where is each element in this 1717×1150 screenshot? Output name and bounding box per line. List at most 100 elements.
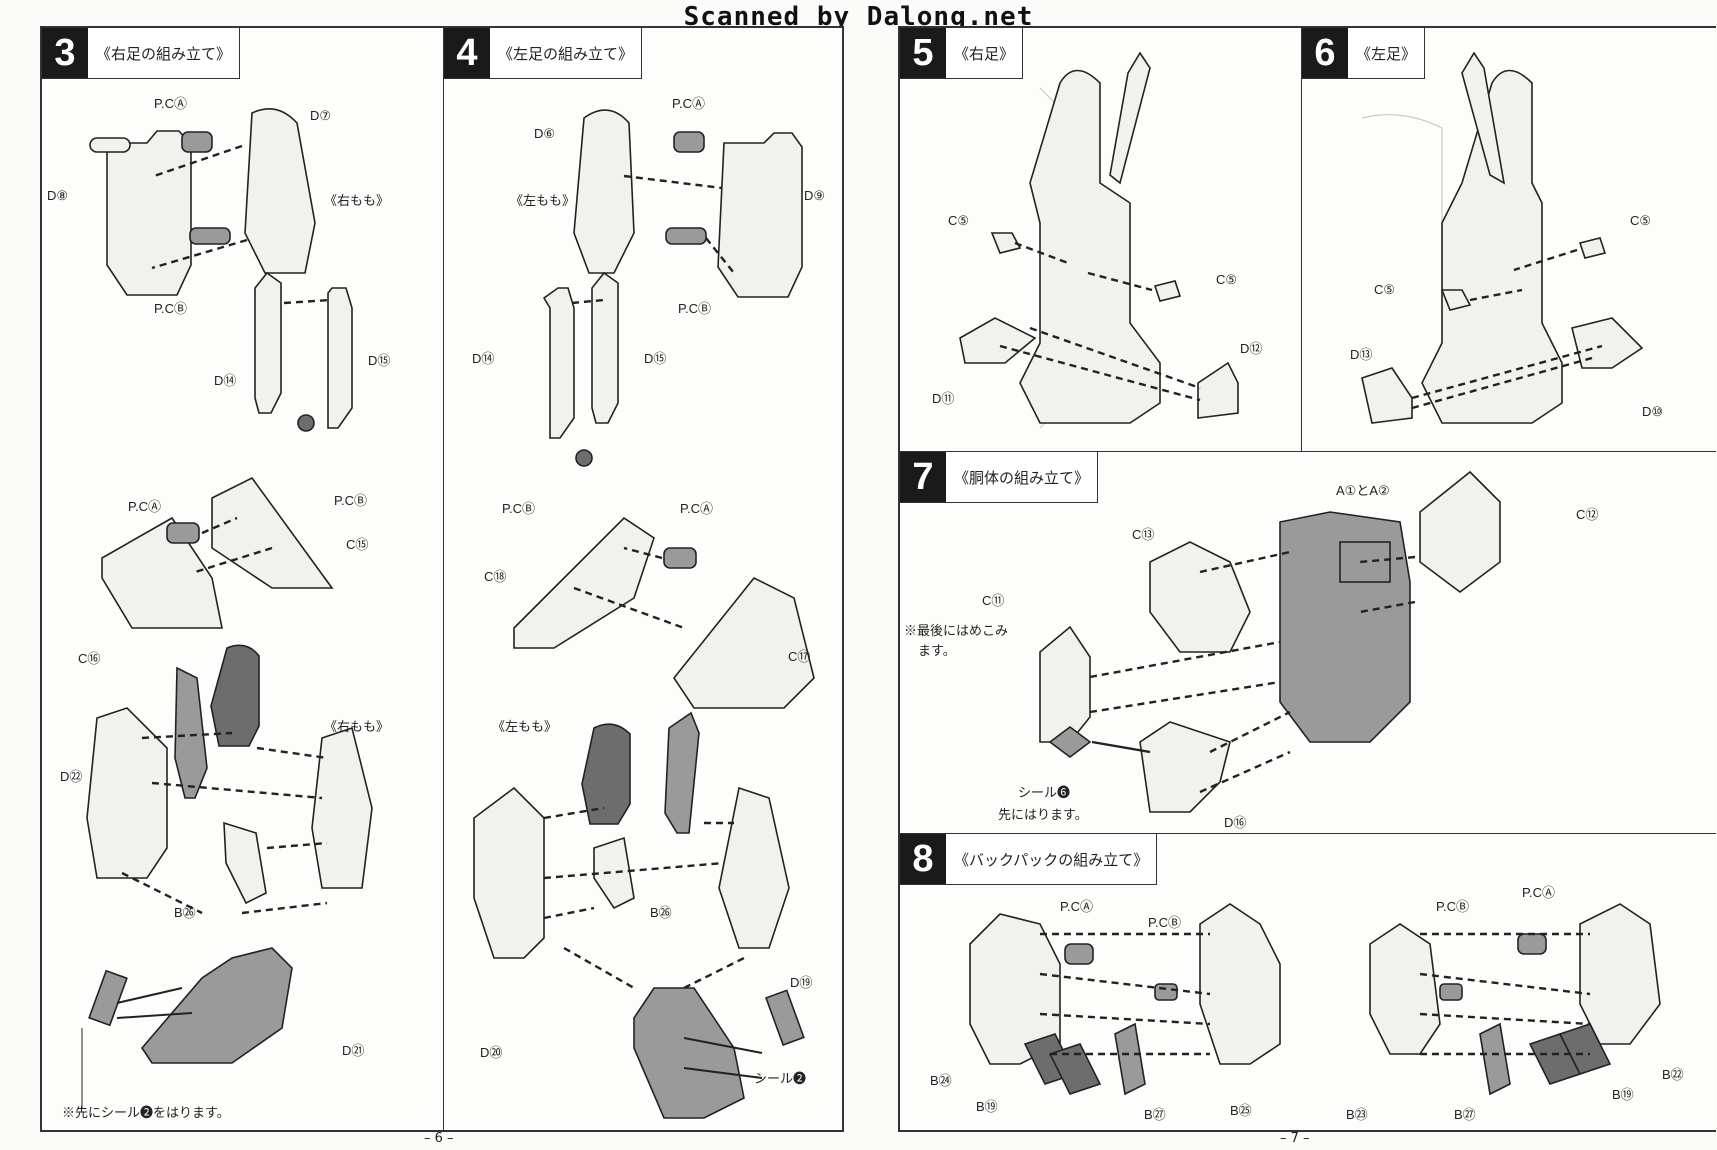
heel-part <box>140 947 293 1064</box>
leg-fin <box>1109 51 1151 185</box>
label-pca: P.CⒶ <box>154 96 187 111</box>
label-pcb: P.CⒷ <box>678 301 711 316</box>
label-pca: P.CⒶ <box>672 96 705 111</box>
polycap-a <box>1064 943 1094 965</box>
step-number: 4 <box>444 28 490 78</box>
label-migimomo-2: 《右もも》 <box>324 719 390 734</box>
label-migimomo: 《右もも》 <box>324 193 390 208</box>
label-b26: B㉖ <box>650 905 672 920</box>
label-b22: B㉒ <box>1662 1067 1684 1082</box>
label-pcb-left: P.CⒷ <box>1148 915 1181 930</box>
label-c16: C⑯ <box>78 651 101 666</box>
polycap-a-foot <box>663 547 697 569</box>
step-6-panel: 6 《左足》 C⑤ C⑤ D⑬ D⑩ <box>1302 28 1716 452</box>
step-number: 8 <box>900 834 946 884</box>
leg-assembly <box>1421 69 1563 424</box>
step-8-panel: 8 《バックパックの組み立て》 <box>900 834 1716 1132</box>
thigh-part-d6 <box>573 109 635 274</box>
step-4-illustration <box>473 109 815 1119</box>
label-a1-a2: A①とA② <box>1336 483 1390 498</box>
label-d13: D⑬ <box>1350 347 1373 362</box>
label-seal6: シール❻ <box>1018 785 1071 800</box>
foot-part-c16 <box>101 516 223 629</box>
step-7-panel: 7 《胴体の組み立て》 A①とA② C⑬ C⑫ C⑪ ※最後にはめこみ ます。 … <box>900 452 1716 834</box>
label-hidarimomo-2: 《左もも》 <box>492 719 558 734</box>
step-title: 《左足》 <box>1356 44 1417 63</box>
part-d13 <box>1361 367 1413 424</box>
label-b23: B㉓ <box>1346 1107 1368 1122</box>
page-number: – 7 – <box>1280 1131 1310 1146</box>
step-3-panel: 3 《右足の組み立て》 <box>42 28 444 1132</box>
thigh-part-d9 <box>717 132 803 298</box>
foot-part-c18 <box>513 516 655 649</box>
label-d15: D⑮ <box>644 351 667 366</box>
step-6-illustration <box>1361 51 1644 424</box>
label-d14: D⑭ <box>472 351 495 366</box>
step-6-header: 6 《左足》 <box>1302 28 1426 79</box>
label-b25: B㉕ <box>1230 1103 1252 1118</box>
part-c5-right <box>1153 280 1182 302</box>
polycap-a <box>1517 933 1547 955</box>
label-pca-left: P.CⒶ <box>1060 899 1093 914</box>
label-c17: C⑰ <box>788 649 811 664</box>
part-b27 <box>1114 1022 1146 1096</box>
label-d20: D⑳ <box>480 1045 503 1060</box>
shell-part-d20 <box>473 786 545 959</box>
polycap-b <box>189 227 231 245</box>
label-c11: C⑪ <box>982 593 1005 608</box>
part-d12 <box>1197 361 1239 419</box>
leg-fin <box>1461 51 1506 185</box>
thigh-part-d7 <box>244 107 316 274</box>
polycap-b <box>1439 983 1463 1001</box>
label-d14: D⑭ <box>214 373 237 388</box>
label-c5-2: C⑤ <box>1374 282 1396 297</box>
label-seal2: シール❷ <box>754 1071 807 1086</box>
label-pca-right: P.CⒶ <box>1522 885 1555 900</box>
thigh-peg <box>89 137 131 153</box>
step-5-header: 5 《右足》 <box>900 28 1024 79</box>
step-title: 《左足の組み立て》 <box>498 44 634 63</box>
step-3-illustration <box>81 107 373 1108</box>
shin-part-d14 <box>542 287 575 439</box>
label-d10: D⑩ <box>1642 404 1664 419</box>
page-number: – 6 – <box>424 1131 454 1146</box>
backpack-b23 <box>1369 923 1441 1055</box>
part-d10 <box>1571 317 1644 369</box>
shin-part-d15 <box>327 287 353 429</box>
thruster-b19-2 <box>1558 1023 1612 1075</box>
label-pcb-right: P.CⒷ <box>1436 899 1469 914</box>
label-pca-2: P.CⒶ <box>128 499 161 514</box>
part-c5-left <box>1440 289 1472 311</box>
label-c13: C⑬ <box>1132 527 1155 542</box>
step-3-header: 3 《右足の組み立て》 <box>42 28 241 79</box>
label-d21: D㉑ <box>342 1043 365 1058</box>
polycap-b-shin <box>297 414 315 432</box>
part-d11 <box>959 317 1037 364</box>
label-b19-right: B⑲ <box>1612 1087 1634 1102</box>
polycap-b-shin <box>575 449 593 467</box>
label-pcb-2: P.CⒷ <box>502 501 535 516</box>
label-d12: D⑫ <box>1240 341 1263 356</box>
polycap-a-foot <box>166 522 200 544</box>
armor-plate <box>664 711 700 834</box>
thruster-b19-2 <box>1048 1043 1102 1095</box>
label-c5: C⑤ <box>948 213 970 228</box>
part-c13 <box>1149 541 1251 653</box>
backpack-b22 <box>1579 903 1661 1045</box>
foot-part-c17 <box>673 576 815 709</box>
label-b27-left: B㉗ <box>1144 1107 1166 1122</box>
label-c18: C⑱ <box>484 569 507 584</box>
part-b27 <box>1479 1022 1511 1096</box>
shell-part-d22 <box>86 707 168 879</box>
label-d22: D㉒ <box>60 769 83 784</box>
label-seal6-note: 先にはります。 <box>998 807 1088 822</box>
foot-part-c15 <box>211 476 334 589</box>
label-b24: B㉔ <box>930 1073 952 1088</box>
step-8-header: 8 《バックパックの組み立て》 <box>900 834 1158 885</box>
backpack-b25 <box>1199 903 1281 1065</box>
label-pcb: P.CⒷ <box>154 301 187 316</box>
label-c15: C⑮ <box>346 537 369 552</box>
step-number: 6 <box>1302 28 1348 78</box>
label-b26: B㉖ <box>174 905 196 920</box>
part-d16 <box>1139 721 1231 813</box>
